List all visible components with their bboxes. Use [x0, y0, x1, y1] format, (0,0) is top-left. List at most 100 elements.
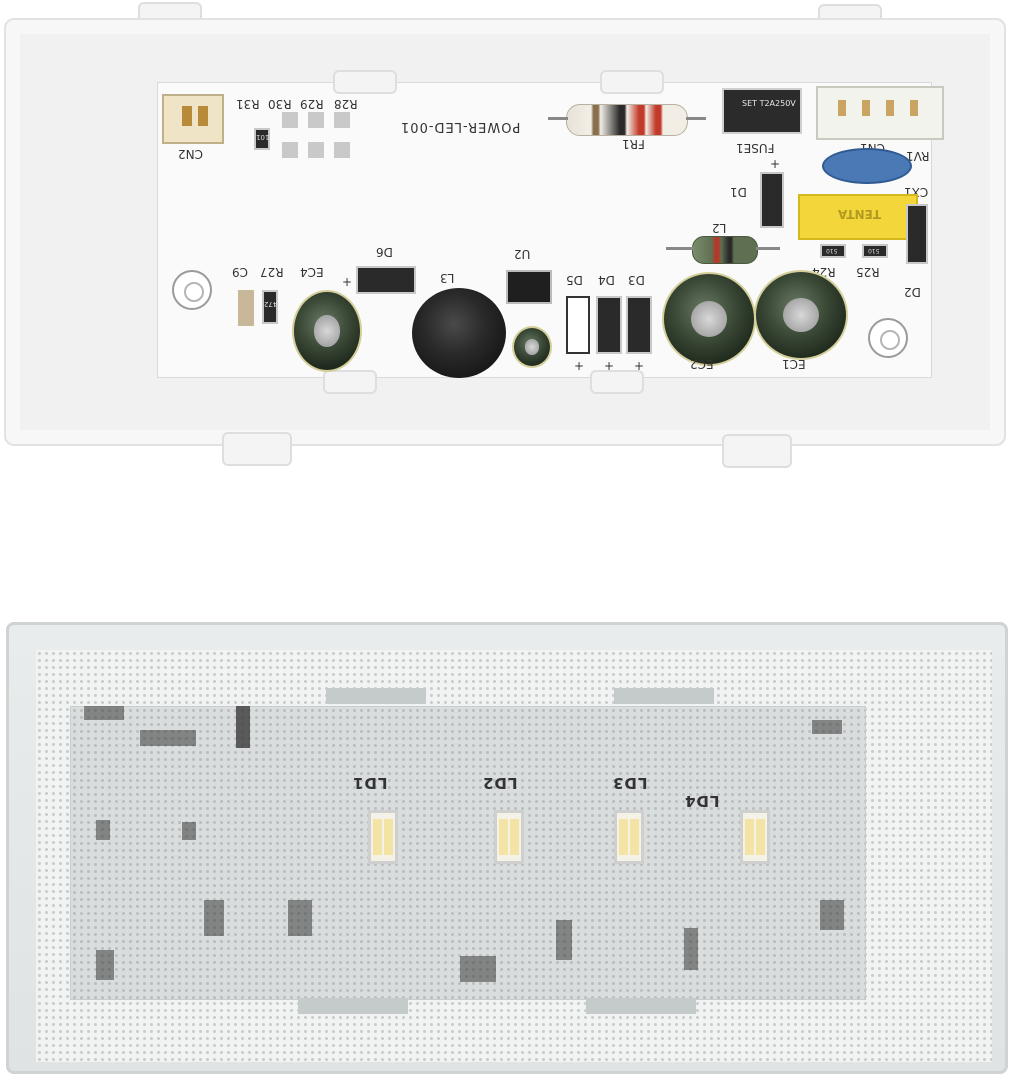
led-ld1 [368, 810, 398, 864]
board-component [684, 928, 698, 970]
board-component [288, 900, 312, 936]
lens-clip [326, 688, 426, 704]
fusible-resistor-fr1 [566, 104, 688, 136]
silk-ec1: EC1 [782, 357, 806, 371]
board-component [236, 706, 250, 748]
retaining-tab [600, 70, 664, 94]
silk-l3: L3 [440, 271, 455, 285]
silk-u2: U2 [514, 247, 531, 261]
connector-pin [838, 100, 846, 116]
resistor-code: 510 [868, 247, 880, 254]
housing-clip [722, 434, 792, 468]
silk-fr1: FR1 [622, 137, 645, 151]
capacitor-ec2 [662, 272, 756, 366]
board-component [820, 900, 844, 930]
silk-c9: C9 [232, 265, 249, 279]
resistor-pad [308, 112, 324, 128]
retaining-tab [590, 370, 644, 394]
varistor-rv1 [822, 148, 912, 184]
diode-d4 [596, 296, 622, 354]
capacitor-small [512, 326, 552, 368]
led-ld2 [494, 810, 524, 864]
connector-pin [910, 100, 918, 116]
silk-d2: D2 [904, 285, 921, 299]
silk-fuse1: FUSE1 [736, 141, 775, 155]
resistor-pad [334, 142, 350, 158]
led-label: LD1 [352, 774, 388, 792]
retaining-tab [333, 70, 397, 94]
board-component [182, 822, 196, 840]
board-component [96, 820, 110, 840]
capacitor-ec4 [292, 290, 362, 372]
board-component [140, 730, 196, 746]
connector-pin [862, 100, 870, 116]
silk-r28: R28 [334, 97, 358, 111]
silk-l2: L2 [712, 221, 727, 235]
lead-wire [666, 247, 694, 250]
diode-d1 [760, 172, 784, 228]
fuse-marking: SET T2A250V [742, 99, 796, 108]
silk-r29: R29 [300, 97, 324, 111]
led-ld4 [740, 810, 770, 864]
connector-cn2 [162, 94, 224, 144]
resistor-r31 [254, 128, 270, 150]
led-board [70, 706, 866, 1000]
resistor-pad [282, 112, 298, 128]
lens-clip [586, 998, 696, 1014]
board-component [204, 900, 224, 936]
resistor-pad [308, 142, 324, 158]
mounting-hole [172, 270, 212, 310]
connector-pin [198, 106, 208, 126]
retaining-tab [323, 370, 377, 394]
resistor-r27 [262, 290, 278, 324]
silk-d6: D6 [376, 245, 393, 259]
inductor-l3 [412, 288, 506, 378]
resistor-pad [282, 142, 298, 158]
led-label: LD4 [684, 792, 720, 810]
silk-plus: + [604, 359, 615, 373]
fuse-fuse1 [722, 88, 802, 134]
board-component [812, 720, 842, 734]
ic-u2 [506, 270, 552, 304]
silk-d5: D5 [566, 273, 583, 287]
resistor-pad [334, 112, 350, 128]
board-component [460, 956, 496, 982]
silk-r30: R30 [268, 97, 292, 111]
connector-pin [182, 106, 192, 126]
capacitor-cx1 [798, 194, 918, 240]
silk-d1-plus: + [770, 157, 781, 171]
silk-d1: D1 [730, 185, 747, 199]
silk-cn2: CN2 [178, 147, 203, 161]
silk-r31: R31 [236, 97, 260, 111]
lead-wire [756, 247, 780, 250]
inductor-l2 [692, 236, 758, 264]
capacitor-brand: TENTA [838, 207, 881, 221]
diode-d3 [626, 296, 652, 354]
board-component [96, 950, 114, 980]
silk-r25: R25 [856, 265, 880, 279]
lens-clip [614, 688, 714, 704]
silk-ec2: EC2 [690, 357, 714, 371]
resistor-r24 [820, 244, 846, 258]
silk-plus: + [342, 275, 353, 289]
lead-wire [548, 117, 568, 120]
led-label: LD3 [612, 774, 648, 792]
silk-r27: R27 [260, 265, 284, 279]
connector-pin [886, 100, 894, 116]
resistor-code: 472 [264, 300, 278, 308]
silk-plus: + [574, 359, 585, 373]
board-component [84, 706, 124, 720]
board-label: POWER-LED-001 [400, 119, 521, 134]
resistor-code: 101 [256, 133, 270, 141]
lead-wire [686, 117, 706, 120]
board-component [556, 920, 572, 960]
led-ld3 [614, 810, 644, 864]
silk-d4: D4 [598, 273, 615, 287]
lens-clip [298, 998, 408, 1014]
capacitor-ec1 [754, 270, 848, 360]
connector-cn1 [816, 86, 944, 140]
housing-clip [222, 432, 292, 466]
resistor-r25 [862, 244, 888, 258]
diode-d5 [566, 296, 590, 354]
capacitor-c9 [238, 290, 254, 326]
